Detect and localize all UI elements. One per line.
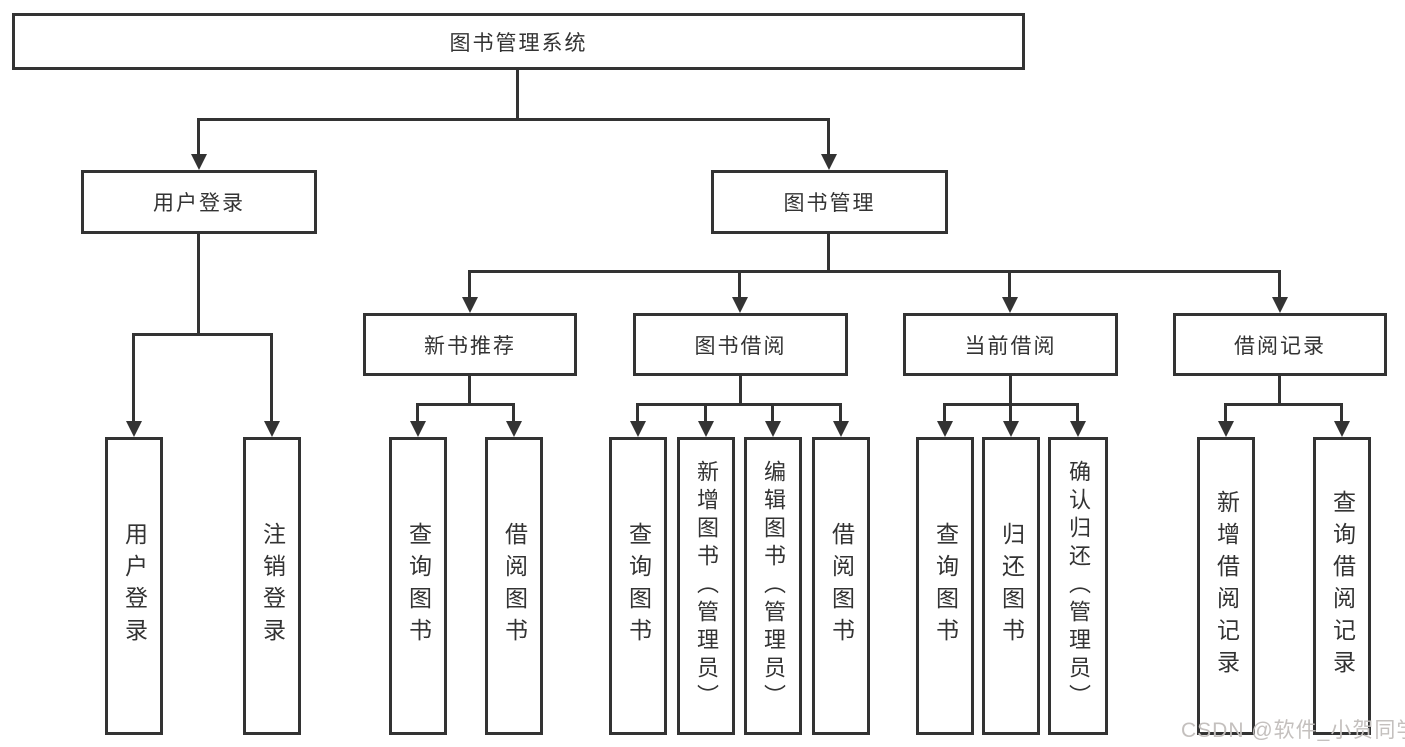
connector-line (739, 376, 742, 405)
connector-line (132, 333, 273, 336)
leaf-query-books-borrow: 查询图书 (609, 437, 667, 735)
node-book-management: 图书管理 (711, 170, 948, 234)
connector-line (704, 405, 707, 421)
connector-line (738, 272, 741, 298)
leaf-add-borrow-record-label: 新增借阅记录 (1213, 490, 1240, 682)
connector-line (512, 405, 515, 421)
arrow-down-icon (462, 297, 478, 313)
connector-line (1224, 405, 1227, 421)
leaf-query-books-current-label: 查询图书 (932, 522, 959, 650)
connector-line (943, 403, 1079, 406)
arrow-down-icon (1003, 421, 1019, 437)
connector-line (943, 405, 946, 421)
arrow-down-icon (833, 421, 849, 437)
connector-line (771, 405, 774, 421)
node-new-book-recommend-label: 新书推荐 (424, 334, 516, 358)
connector-line (1340, 405, 1343, 421)
leaf-add-borrow-record: 新增借阅记录 (1197, 437, 1255, 735)
connector-line (636, 403, 842, 406)
connector-line (516, 70, 519, 120)
arrow-down-icon (821, 154, 837, 170)
connector-line (416, 405, 419, 421)
connector-line (468, 272, 471, 298)
arrow-down-icon (506, 421, 522, 437)
connector-line (468, 270, 1281, 273)
leaf-borrow-books-label: 借阅图书 (828, 522, 855, 650)
connector-line (132, 335, 135, 421)
connector-line (1009, 405, 1012, 421)
connector-line (197, 118, 830, 121)
arrow-down-icon (698, 421, 714, 437)
connector-line (1076, 405, 1079, 421)
connector-line (827, 120, 830, 155)
leaf-query-borrow-record: 查询借阅记录 (1313, 437, 1371, 735)
connector-line (468, 376, 471, 405)
node-new-book-recommend: 新书推荐 (363, 313, 577, 376)
leaf-query-borrow-record-label: 查询借阅记录 (1329, 490, 1356, 682)
leaf-user-login: 用户登录 (105, 437, 163, 735)
leaf-return-books-label: 归还图书 (998, 522, 1025, 650)
connector-line (1278, 272, 1281, 298)
leaf-add-book-admin-label: 新增图书（管理员） (694, 460, 719, 712)
leaf-confirm-return-admin: 确认归还（管理员） (1048, 437, 1108, 735)
node-user-login-label: 用户登录 (153, 192, 245, 215)
leaf-borrow-books: 借阅图书 (812, 437, 870, 735)
node-user-login: 用户登录 (81, 170, 317, 234)
connector-line (416, 403, 515, 406)
node-book-management-label: 图书管理 (783, 192, 876, 215)
connector-line (839, 405, 842, 421)
connector-line (1224, 403, 1343, 406)
leaf-edit-book-admin: 编辑图书（管理员） (744, 437, 802, 735)
node-borrow-records-label: 借阅记录 (1234, 334, 1326, 358)
arrow-down-icon (1002, 297, 1018, 313)
leaf-logout: 注销登录 (243, 437, 301, 735)
connector-line (1278, 376, 1281, 405)
connector-line (636, 405, 639, 421)
leaf-return-books: 归还图书 (982, 437, 1040, 735)
leaf-query-books-borrow-label: 查询图书 (625, 522, 652, 650)
arrow-down-icon (1272, 297, 1288, 313)
leaf-query-books-recommend-label: 查询图书 (405, 522, 432, 650)
arrow-down-icon (126, 421, 142, 437)
node-current-borrow: 当前借阅 (903, 313, 1118, 376)
arrow-down-icon (191, 154, 207, 170)
connector-line (197, 120, 200, 155)
leaf-query-books-current: 查询图书 (916, 437, 974, 735)
node-borrow-records: 借阅记录 (1173, 313, 1387, 376)
arrow-down-icon (765, 421, 781, 437)
node-library-system: 图书管理系统 (12, 13, 1025, 70)
arrow-down-icon (630, 421, 646, 437)
arrow-down-icon (1334, 421, 1350, 437)
connector-line (827, 234, 830, 272)
leaf-query-books-recommend: 查询图书 (389, 437, 447, 735)
arrow-down-icon (1070, 421, 1086, 437)
leaf-logout-label: 注销登录 (259, 522, 286, 650)
leaf-edit-book-admin-label: 编辑图书（管理员） (761, 460, 786, 712)
leaf-borrow-books-recommend: 借阅图书 (485, 437, 543, 735)
node-book-borrow: 图书借阅 (633, 313, 848, 376)
connector-line (197, 234, 200, 335)
node-current-borrow-label: 当前借阅 (964, 334, 1057, 358)
connector-line (1008, 272, 1011, 298)
arrow-down-icon (410, 421, 426, 437)
arrow-down-icon (264, 421, 280, 437)
node-book-borrow-label: 图书借阅 (694, 334, 787, 358)
connector-line (270, 335, 273, 421)
leaf-add-book-admin: 新增图书（管理员） (677, 437, 735, 735)
leaf-borrow-books-recommend-label: 借阅图书 (501, 522, 528, 650)
arrow-down-icon (732, 297, 748, 313)
csdn-watermark: CSDN @软件_小贺同学 (1181, 719, 1405, 742)
leaf-confirm-return-admin-label: 确认归还（管理员） (1066, 460, 1091, 712)
node-library-system-label: 图书管理系统 (449, 31, 588, 55)
connector-line (1009, 376, 1012, 405)
arrow-down-icon (937, 421, 953, 437)
arrow-down-icon (1218, 421, 1234, 437)
leaf-user-login-label: 用户登录 (121, 522, 148, 650)
